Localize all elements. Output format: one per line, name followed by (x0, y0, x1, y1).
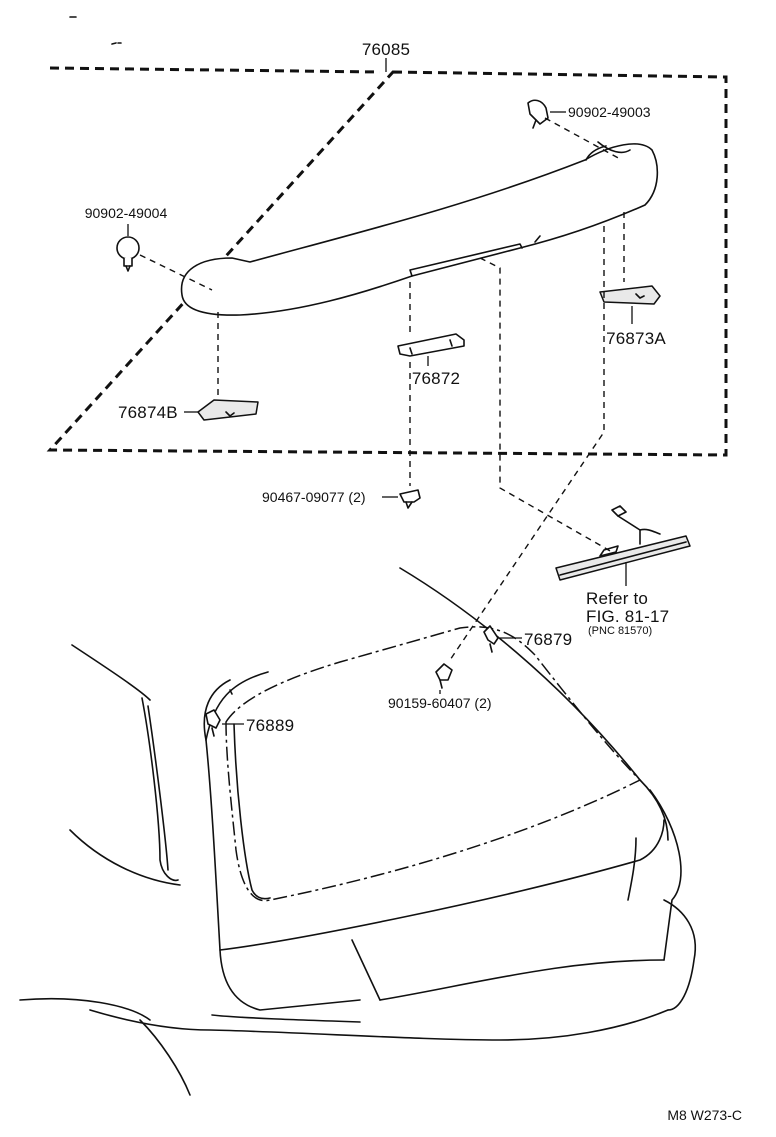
label-76889: 76889 (246, 716, 294, 735)
label-90902-49004: 90902-49004 (85, 205, 168, 221)
label-fig-81-17: FIG. 81-17 (586, 607, 669, 626)
label-76874b: 76874B (118, 403, 178, 422)
pad-76873a (599, 285, 661, 305)
assembly-box (46, 66, 728, 457)
clip-90902-49003 (527, 99, 549, 129)
bracket-76872 (397, 333, 465, 357)
vehicle-body (19, 567, 697, 1096)
clip-90467-09077 (399, 489, 421, 509)
dash-90902-49003 (544, 117, 623, 161)
rear-window (225, 626, 642, 902)
nut-76889 (205, 709, 221, 737)
label-76872: 76872 (412, 369, 460, 388)
label-90467-09077: 90467-09077 (2) (262, 489, 366, 505)
dash-to-90159 (449, 226, 605, 661)
label-76873a: 76873A (606, 329, 666, 348)
label-90902-49003: 90902-49003 (568, 104, 651, 120)
pad-76874b (197, 399, 259, 421)
rear-spoiler (180, 141, 659, 316)
high-mount-stop-lamp (555, 505, 691, 581)
dash-to-stop-lamp (479, 257, 613, 553)
clip-90902-49004 (116, 236, 140, 272)
label-76879: 76879 (524, 630, 572, 649)
dash-90902-49004 (139, 254, 213, 291)
screw-90159-60407 (435, 663, 453, 689)
drawing-code: M8 W273-C (667, 1107, 742, 1123)
label-refer-to: Refer to (586, 589, 648, 608)
label-76085: 76085 (362, 40, 410, 59)
label-90159-60407: 90159-60407 (2) (388, 695, 492, 711)
nut-76879 (483, 625, 499, 653)
label-pnc-81570: (PNC 81570) (588, 625, 652, 637)
scan-specks (69, 16, 122, 45)
